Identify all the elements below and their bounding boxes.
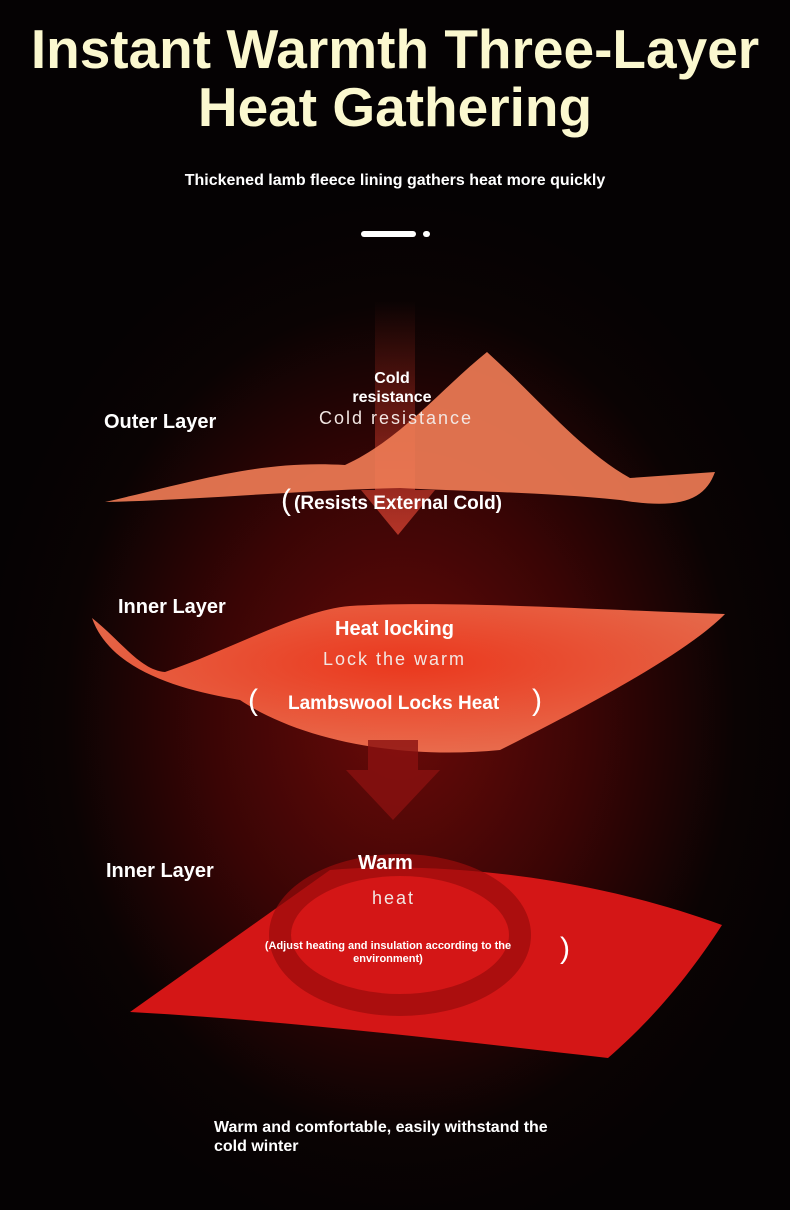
outer-subheading: Cold resistance: [319, 408, 474, 428]
paren-left: (: [281, 484, 291, 517]
paren-left: (: [248, 684, 258, 717]
layer-label-middle: Inner Layer: [118, 596, 226, 618]
slide-indicator-active: [361, 231, 416, 237]
middle-subheading: Lock the warm: [323, 649, 467, 669]
outer-heading: Cold resistance: [352, 370, 432, 406]
outer-note: (Resists External Cold): [294, 493, 502, 514]
down-arrow-2: [346, 740, 440, 820]
subtitle: Thickened lamb fleece lining gathers hea…: [184, 172, 606, 189]
middle-heading: Heat locking: [335, 618, 454, 640]
layer-label-outer: Outer Layer: [104, 411, 217, 433]
middle-layer-shape: [92, 604, 725, 753]
inner-subheading: heat: [372, 888, 416, 908]
outer-layer-shape: [105, 352, 715, 504]
page-title: Instant Warmth Three-Layer Heat Gatherin…: [30, 18, 760, 138]
inner-note: (Adjust heating and insulation according…: [264, 940, 512, 965]
middle-note: Lambswool Locks Heat: [288, 693, 500, 714]
circulation-arrows: [269, 854, 531, 1016]
slide-indicator-dot: [423, 231, 430, 237]
footer-text: Warm and comfortable, easily withstand t…: [214, 1119, 548, 1155]
inner-heading: Warm: [358, 852, 413, 874]
layer-label-inner: Inner Layer: [106, 860, 214, 882]
paren-right: ): [532, 684, 542, 717]
paren-right: ): [560, 932, 570, 965]
